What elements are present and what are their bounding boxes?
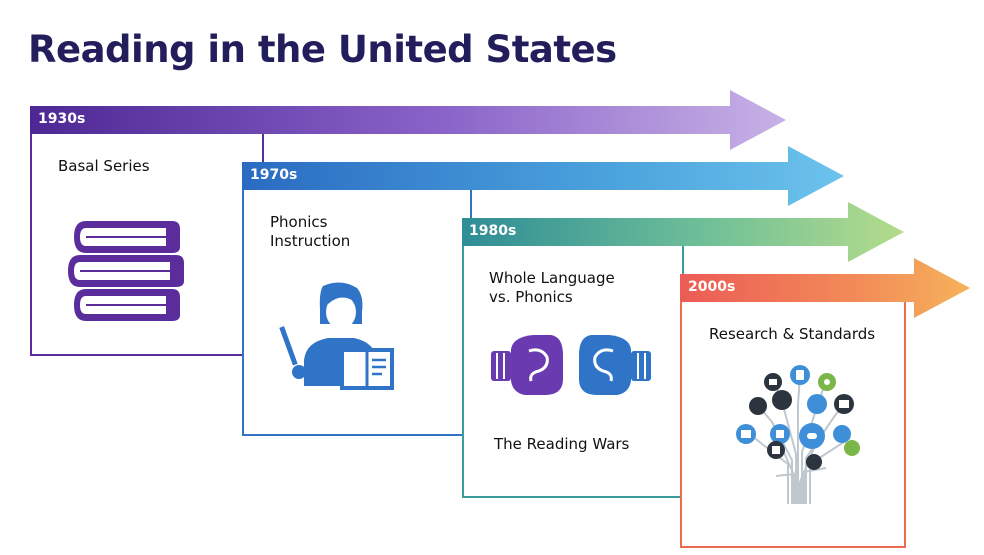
teacher-icon xyxy=(286,282,396,390)
era-arrow-1930s xyxy=(30,90,790,150)
era-arrow-1980s xyxy=(462,202,908,262)
era-label-1970s: 1970s xyxy=(250,167,297,183)
era-label-2000s: 2000s xyxy=(688,279,735,295)
era-label-1930s: 1930s xyxy=(38,111,85,127)
era-arrow-1970s xyxy=(242,146,848,206)
era-title-1980s: Whole Language vs. Phonics xyxy=(489,269,615,307)
tech-tree-icon xyxy=(732,364,864,506)
era-title-1930s: Basal Series xyxy=(58,157,150,176)
era-title-2000s: Research & Standards xyxy=(709,325,875,344)
boxing-gloves-icon xyxy=(489,333,653,397)
era-label-1980s: 1980s xyxy=(469,223,516,239)
era-subtitle-1980s: The Reading Wars xyxy=(494,435,629,454)
era-title-1970s: Phonics Instruction xyxy=(270,213,350,251)
page-title: Reading in the United States xyxy=(28,28,617,71)
books-icon xyxy=(66,215,188,325)
